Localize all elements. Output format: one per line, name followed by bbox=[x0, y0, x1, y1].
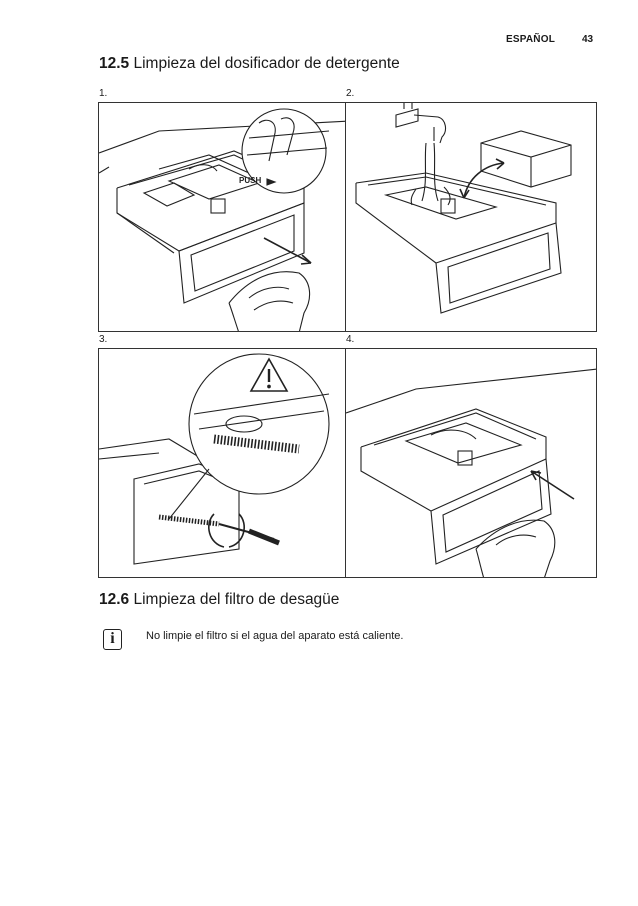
step-2-illustration bbox=[345, 102, 597, 332]
page-number: 43 bbox=[582, 34, 594, 45]
info-note-text: No limpie el filtro si el agua del apara… bbox=[146, 630, 404, 642]
step-label-2: 2. bbox=[346, 88, 355, 99]
section-heading: Limpieza del dosificador de detergente bbox=[133, 55, 400, 72]
section-title-12-6: 12.6 Limpieza del filtro de desagüe bbox=[99, 591, 339, 609]
header-language: ESPAÑOL bbox=[506, 34, 555, 45]
step-3-illustration bbox=[98, 348, 350, 578]
section-heading: Limpieza del filtro de desagüe bbox=[133, 591, 340, 608]
step-label-1: 1. bbox=[99, 88, 108, 99]
section-number: 12.6 bbox=[99, 591, 130, 608]
step-label-3: 3. bbox=[99, 334, 108, 345]
step-4-illustration bbox=[345, 348, 597, 578]
section-number: 12.5 bbox=[99, 55, 130, 72]
section-title-12-5: 12.5 Limpieza del dosificador de deterge… bbox=[99, 55, 400, 73]
info-icon: i bbox=[103, 629, 122, 650]
push-label: PUSH bbox=[239, 176, 261, 185]
step-label-4: 4. bbox=[346, 334, 355, 345]
step-1-illustration: PUSH bbox=[98, 102, 350, 332]
